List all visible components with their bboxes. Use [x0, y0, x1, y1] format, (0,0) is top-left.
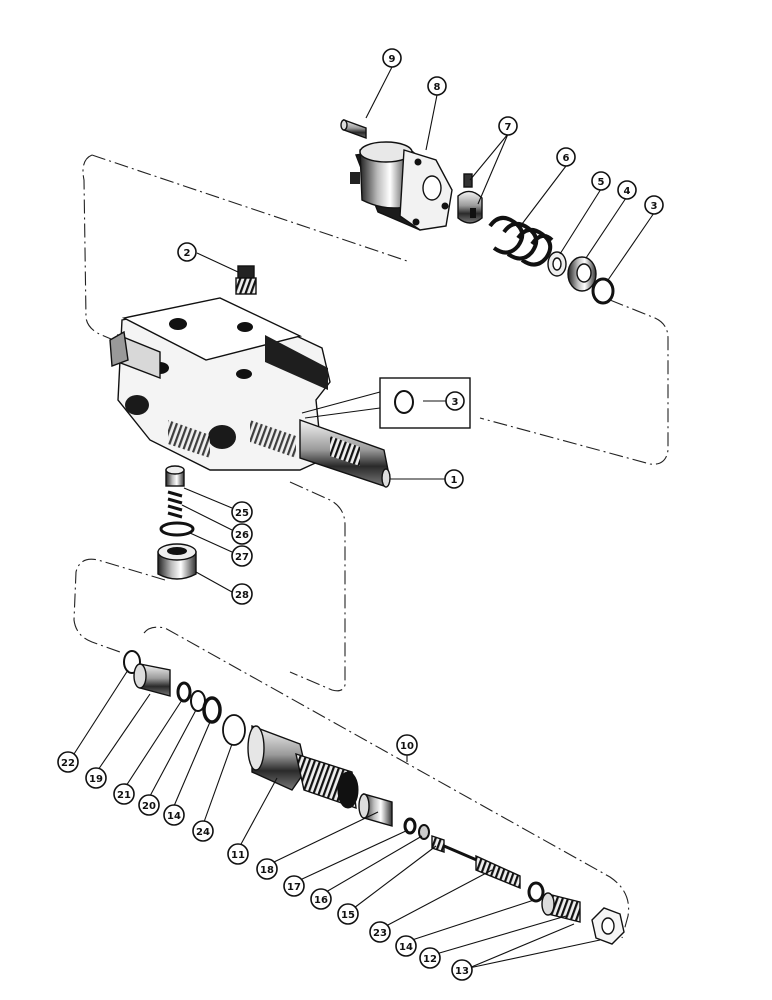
callout-5: 5 [591, 171, 611, 191]
part-21-ring [176, 681, 192, 703]
callout-label: 7 [505, 122, 512, 133]
callout-10: 10 [396, 734, 418, 756]
callout-label: 10 [400, 741, 414, 752]
part-14-o-ring-lower [527, 881, 545, 903]
part-23-adjusting-screw [475, 854, 521, 890]
callout-label: 27 [235, 552, 249, 563]
part-11-valve-body [247, 724, 359, 810]
middle-phantom-outline [289, 481, 346, 692]
callout-label: 17 [287, 882, 301, 893]
callout-16: 16 [310, 888, 332, 910]
callout-7: 7 [498, 116, 518, 136]
callout-28: 28 [231, 583, 253, 605]
callout-label: 24 [196, 827, 210, 838]
callout-label: 3 [651, 201, 658, 212]
callout-label: 28 [235, 590, 249, 601]
callout-label: 1 [451, 475, 458, 486]
part-8-end-cap [350, 141, 453, 231]
callout-label: 9 [389, 54, 396, 65]
callout-11: 11 [227, 843, 249, 865]
callout-label: 21 [117, 790, 131, 801]
callout-8: 8 [427, 76, 447, 96]
callout-13: 13 [451, 959, 473, 981]
part-28-plug [157, 543, 197, 580]
valve-body [109, 297, 331, 471]
callout-14-upper: 14 [163, 804, 185, 826]
part-2-plug [235, 265, 257, 295]
part-1-spool [299, 419, 391, 488]
part-12-cap [541, 892, 581, 923]
callout-label: 4 [624, 186, 631, 197]
callout-27: 27 [231, 545, 253, 567]
callout-25: 25 [231, 501, 253, 523]
part-9-pin [340, 119, 367, 139]
callout-26: 26 [231, 523, 253, 545]
callout-label: 6 [563, 153, 570, 164]
upper-phantom-outline [82, 154, 119, 343]
callout-14-lower: 14 [395, 935, 417, 957]
callout-3-inset: 3 [445, 391, 465, 411]
callout-18: 18 [256, 858, 278, 880]
callout-2: 2 [177, 242, 197, 262]
callout-label: 26 [235, 530, 249, 541]
callout-label: 14 [167, 811, 181, 822]
part-18-sleeve [358, 793, 393, 827]
part-4-retainer [567, 256, 597, 292]
part-25-poppet [165, 465, 185, 487]
callout-label: 15 [341, 910, 355, 921]
callout-24: 24 [192, 820, 214, 842]
callout-label: 13 [455, 966, 469, 977]
callout-label: 11 [231, 850, 245, 861]
lower-bracket-outline [143, 626, 630, 939]
callout-3-top: 3 [644, 195, 664, 215]
callout-label: 5 [598, 177, 605, 188]
part-13-jam-nut [591, 907, 625, 945]
callout-22: 22 [57, 751, 79, 773]
part-3-snap-ring [591, 277, 615, 305]
callout-4: 4 [617, 180, 637, 200]
part-16-ring [418, 824, 430, 840]
part-22-snap-ring [123, 650, 141, 674]
callout-label: 2 [184, 248, 191, 259]
callout-21: 21 [113, 783, 135, 805]
callout-label: 25 [235, 508, 249, 519]
callout-12: 12 [419, 947, 441, 969]
callout-label: 20 [142, 801, 156, 812]
leader-lines [73, 66, 655, 969]
callout-23: 23 [369, 921, 391, 943]
part-14-o-ring-upper [202, 696, 222, 724]
callout-label: 22 [61, 758, 75, 769]
part-6-spring [488, 215, 554, 267]
part-26-spring [167, 490, 183, 519]
part-17-ring [403, 817, 417, 835]
part-24-gasket [222, 714, 246, 746]
callout-label: 19 [89, 774, 103, 785]
callout-label: 23 [373, 928, 387, 939]
part-7-keys [457, 173, 483, 224]
callout-17: 17 [283, 875, 305, 897]
callout-1: 1 [444, 469, 464, 489]
callout-label: 16 [314, 895, 328, 906]
part-19-seat [133, 663, 171, 697]
callout-15: 15 [337, 903, 359, 925]
callout-label: 12 [423, 954, 437, 965]
callout-6: 6 [556, 147, 576, 167]
callout-9: 9 [382, 48, 402, 68]
callout-19: 19 [85, 767, 107, 789]
callout-label: 8 [434, 82, 441, 93]
phantom-outlines [73, 154, 669, 939]
callout-label: 14 [399, 942, 413, 953]
callout-label: 3 [452, 397, 459, 408]
part-27-o-ring [159, 521, 195, 537]
inset-oring-box [301, 377, 471, 429]
callout-label: 18 [260, 865, 274, 876]
callout-20: 20 [138, 794, 160, 816]
